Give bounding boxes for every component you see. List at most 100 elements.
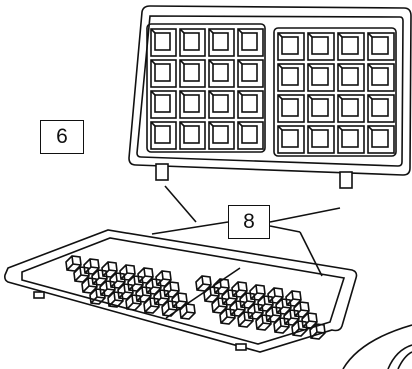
waffle-cell	[237, 28, 264, 57]
waffle-cell-bevel	[237, 121, 243, 127]
waffle-cell-bevel	[337, 63, 343, 69]
waffle-cell-inner	[311, 129, 329, 148]
bottom-plate-left-grid	[65, 255, 196, 320]
waffle-cell	[179, 59, 206, 88]
clip-right	[235, 343, 247, 351]
top-plate-right-section	[273, 27, 397, 157]
waffle-cell-inner	[311, 36, 329, 55]
waffle-cell-bevel	[307, 94, 313, 100]
waffle-cell-inner	[154, 125, 171, 144]
waffle-cell-bevel	[208, 59, 214, 65]
waffle-peg	[143, 297, 160, 314]
waffle-cell-bevel	[208, 90, 214, 96]
waffle-cell-inner	[183, 125, 200, 144]
top-waffle-plate	[128, 5, 412, 189]
waffle-cell-inner	[371, 98, 389, 117]
waffle-cell	[367, 125, 395, 154]
waffle-cell-bevel	[237, 28, 243, 34]
waffle-peg	[255, 314, 272, 331]
waffle-peg	[81, 277, 98, 294]
waffle-cell-bevel	[367, 94, 373, 100]
waffle-cell-bevel	[307, 63, 313, 69]
waffle-cell-inner	[183, 94, 200, 113]
waffle-cell-bevel	[277, 32, 283, 38]
callout-label-8: 8	[228, 205, 270, 239]
clip-left	[33, 291, 45, 299]
waffle-cell-inner	[183, 32, 200, 51]
waffle-peg	[73, 266, 90, 283]
waffle-cell-bevel	[367, 63, 373, 69]
waffle-peg	[237, 311, 254, 328]
waffle-cell-inner	[341, 36, 359, 55]
waffle-cell	[179, 28, 206, 57]
waffle-cell-inner	[371, 67, 389, 86]
waffle-cell-bevel	[179, 28, 185, 34]
waffle-peg	[161, 300, 178, 317]
waffle-cell	[150, 90, 177, 119]
waffle-cell	[307, 94, 335, 123]
waffle-cell	[150, 59, 177, 88]
waffle-cell-inner	[311, 98, 329, 117]
waffle-cell-inner	[212, 94, 229, 113]
waffle-cell	[337, 63, 365, 92]
waffle-peg	[125, 294, 142, 311]
waffle-cell-bevel	[237, 90, 243, 96]
waffle-cell-bevel	[237, 59, 243, 65]
waffle-cell	[337, 94, 365, 123]
waffle-cell-bevel	[337, 94, 343, 100]
waffle-cell-inner	[212, 63, 229, 82]
waffle-cell	[277, 125, 305, 154]
waffle-peg	[107, 291, 124, 308]
waffle-cell-bevel	[150, 90, 156, 96]
waffle-cell-inner	[371, 129, 389, 148]
waffle-cell-bevel	[150, 28, 156, 34]
bottom-plate-right-grid	[195, 275, 326, 340]
waffle-peg	[291, 320, 308, 337]
waffle-cell-bevel	[150, 121, 156, 127]
waffle-cell-inner	[341, 129, 359, 148]
waffle-peg	[203, 286, 220, 303]
waffle-cell-inner	[281, 98, 299, 117]
waffle-peg	[89, 288, 106, 305]
waffle-cell	[367, 32, 395, 61]
waffle-cell-inner	[281, 67, 299, 86]
waffle-cell-inner	[183, 63, 200, 82]
waffle-peg	[309, 323, 326, 340]
waffle-cell-bevel	[277, 94, 283, 100]
waffle-cell-bevel	[307, 32, 313, 38]
hinge-left	[155, 163, 169, 181]
waffle-peg	[211, 297, 228, 314]
waffle-cell	[237, 121, 264, 150]
waffle-cell-inner	[341, 67, 359, 86]
callout-label-6: 6	[40, 120, 84, 154]
waffle-cell-bevel	[337, 32, 343, 38]
waffle-cell	[237, 90, 264, 119]
waffle-cell	[307, 32, 335, 61]
waffle-cell-inner	[371, 36, 389, 55]
waffle-cell	[208, 28, 235, 57]
waffle-peg	[195, 275, 212, 292]
waffle-cell-inner	[281, 129, 299, 148]
waffle-cell-inner	[154, 32, 171, 51]
bottom-waffle-plate	[4, 229, 358, 353]
waffle-cell-inner	[241, 94, 258, 113]
waffle-cell-bevel	[367, 32, 373, 38]
waffle-cell	[277, 32, 305, 61]
waffle-cell	[337, 125, 365, 154]
waffle-cell-inner	[241, 63, 258, 82]
waffle-cell	[208, 59, 235, 88]
partial-component	[342, 324, 412, 369]
waffle-cell	[367, 94, 395, 123]
waffle-cell-inner	[311, 67, 329, 86]
waffle-cell-bevel	[277, 125, 283, 131]
waffle-cell-inner	[212, 32, 229, 51]
waffle-cell	[179, 90, 206, 119]
waffle-cell	[277, 94, 305, 123]
waffle-cell-bevel	[277, 63, 283, 69]
waffle-cell-bevel	[179, 90, 185, 96]
waffle-cell-bevel	[367, 125, 373, 131]
waffle-cell-inner	[341, 98, 359, 117]
leader-lines	[151, 185, 341, 277]
waffle-cell	[367, 63, 395, 92]
